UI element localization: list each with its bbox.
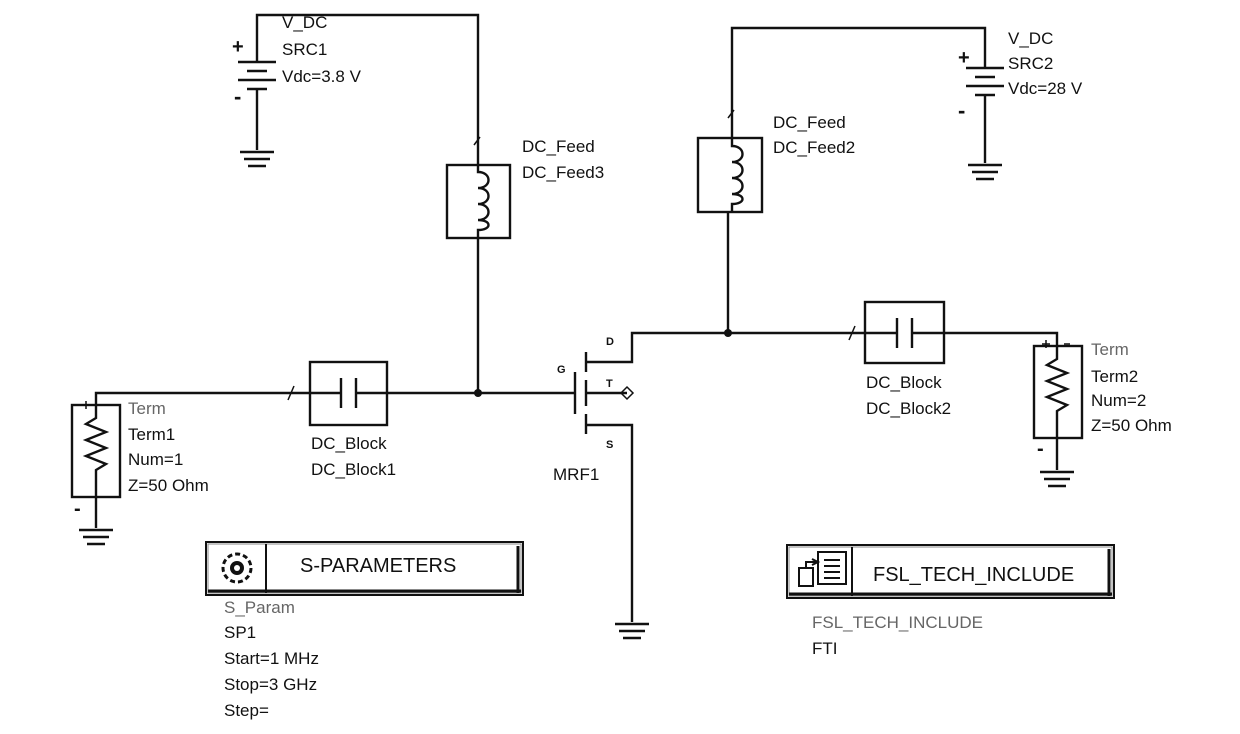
block2-name-label: DC_Block2: [866, 399, 951, 418]
junctions: [474, 329, 732, 397]
mrf1-name-label: MRF1: [553, 465, 599, 484]
src2-name-label: SRC2: [1008, 54, 1053, 73]
block2-type-label: DC_Block: [866, 373, 942, 392]
sparam-start-label: Start=1 MHz: [224, 649, 319, 668]
battery-src1: [238, 55, 276, 95]
feed3-type-label: DC_Feed: [522, 137, 595, 156]
fti-name-label: FTI: [812, 639, 838, 658]
mrf1-transistor-symbol: [568, 352, 635, 434]
term2-type-label: Term: [1091, 340, 1129, 359]
src1-value-label: Vdc=3.8 V: [282, 67, 362, 86]
src2-minus: -: [958, 98, 965, 123]
feed2-type-label: DC_Feed: [773, 113, 846, 132]
pin-ticks: [287, 109, 856, 401]
fti-title: FSL_TECH_INCLUDE: [873, 564, 1074, 586]
term2-symbol: [1032, 340, 1084, 440]
fti-controller[interactable]: FSL_TECH_INCLUDE: [786, 544, 1115, 599]
dc-block2-symbol: [863, 300, 946, 365]
term2-z-label: Z=50 Ohm: [1091, 416, 1172, 435]
feed2-name-label: DC_Feed2: [773, 138, 855, 157]
wire-source-ground: [594, 423, 634, 622]
term2-name-label: Term2: [1091, 367, 1138, 386]
wire-block2-term2: [944, 331, 1059, 346]
wire-src1-feed3: [255, 13, 480, 165]
wire-drain: [594, 331, 865, 364]
wire-src2-feed2: [730, 26, 987, 138]
mrf1-pin-d: D: [606, 336, 614, 348]
sparam-title: S-PARAMETERS: [300, 555, 456, 577]
src1-plus: +: [232, 36, 244, 58]
block1-name-label: DC_Block1: [311, 460, 396, 479]
term1-minus: -: [74, 498, 81, 520]
term1-name-label: Term1: [128, 425, 175, 444]
mrf1-pin-s: S: [606, 439, 613, 451]
mrf1-pin-g: G: [557, 364, 566, 376]
sparam-step-label: Step=: [224, 701, 269, 720]
dc-feed3-symbol: [445, 163, 512, 240]
term1-type-label: Term: [128, 399, 166, 418]
sparam-gear-icon: [221, 552, 253, 584]
mrf1-pin-t: T: [606, 378, 613, 390]
sparam-name-label: SP1: [224, 623, 256, 642]
ground-term2: [1040, 470, 1074, 488]
src2-type-label: V_DC: [1008, 29, 1053, 48]
feed3-name-label: DC_Feed3: [522, 163, 604, 182]
src1-minus: -: [234, 84, 241, 109]
sparam-type-label: S_Param: [224, 598, 295, 617]
block1-type-label: DC_Block: [311, 434, 387, 453]
src2-value-label: Vdc=28 V: [1008, 79, 1083, 98]
dc-feed2-symbol: [696, 136, 764, 214]
junction-drain: [724, 329, 732, 337]
term1-num-label: Num=1: [128, 450, 183, 469]
ground-term1: [79, 528, 113, 546]
battery-src2: [966, 60, 1004, 100]
junction-gate: [474, 389, 482, 397]
wires: [94, 13, 1059, 622]
ground-src2: [968, 163, 1002, 181]
wire-term1-block1: [94, 391, 310, 405]
term2-num-label: Num=2: [1091, 391, 1146, 410]
sparam-stop-label: Stop=3 GHz: [224, 675, 317, 694]
src1-name-label: SRC1: [282, 40, 327, 59]
term2-minus: -: [1037, 438, 1044, 460]
dc-block1-symbol: [308, 360, 389, 427]
ground-src1: [240, 150, 274, 168]
src1-type-label: V_DC: [282, 13, 327, 32]
include-file-icon: [798, 551, 847, 587]
fti-type-label: FSL_TECH_INCLUDE: [812, 613, 983, 632]
src2-plus: +: [958, 47, 970, 69]
ground-mrf1: [615, 622, 649, 640]
term1-z-label: Z=50 Ohm: [128, 476, 209, 495]
term1-symbol: [70, 401, 122, 499]
sparam-controller[interactable]: S-PARAMETERS: [205, 541, 524, 596]
